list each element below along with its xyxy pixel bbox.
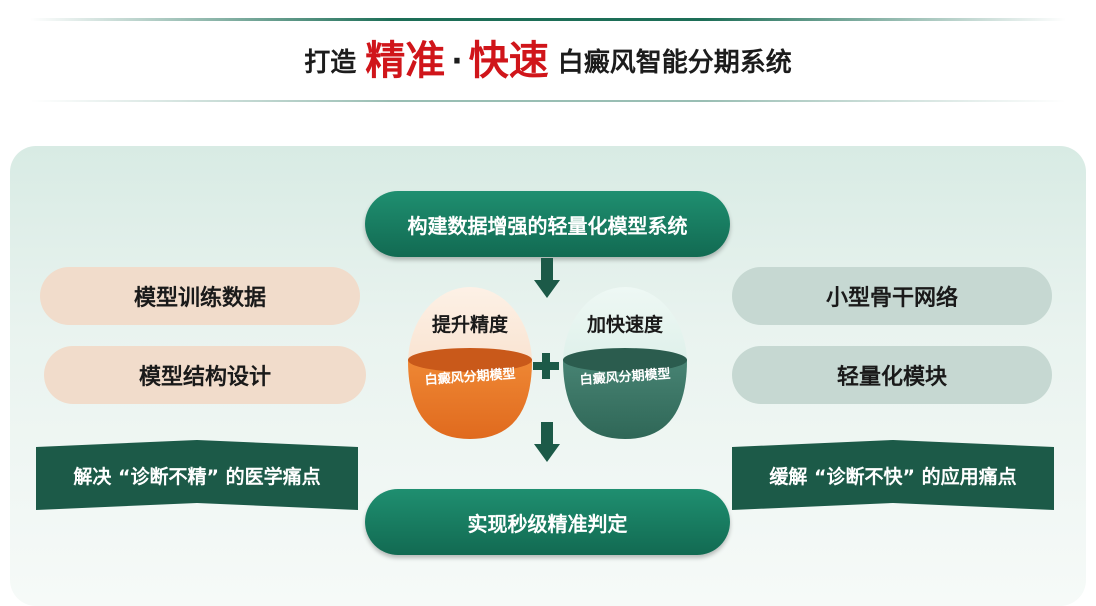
circle-speed-up: 加快速度 白癜风分期模型 [562,286,688,440]
top-system-button: 构建数据增强的轻量化模型系统 [365,191,730,257]
plus-icon [533,353,559,379]
title-suffix: 白癜风智能分期系统 [557,48,792,78]
right-pain-point-banner: 缓解 “诊断不快” 的应用痛点 [732,440,1054,510]
title-top-rule [30,18,1066,21]
title-separator: · [451,44,463,79]
orange-sphere-icon [408,287,532,439]
right-item-lightweight-module: 轻量化模块 [732,346,1052,404]
bottom-result-button: 实现秒级精准判定 [365,489,730,555]
title-accent-fast: 快速 [468,38,549,84]
left-pain-point-banner: 解决 “诊断不精” 的医学痛点 [36,440,358,510]
down-arrow-icon [534,258,560,298]
title-accent-precise: 精准 [365,38,446,84]
circle-improve-precision: 提升精度 白癜风分期模型 [407,286,533,440]
circle-left-title: 提升精度 [431,314,508,336]
title-bottom-rule [30,100,1066,102]
left-item-training-data: 模型训练数据 [40,267,360,325]
page-title: 打造 精准·快速 白癜风智能分期系统 [0,38,1096,86]
left-item-structure-design: 模型结构设计 [44,346,366,404]
teal-sphere-icon [563,287,687,439]
title-prefix: 打造 [304,48,357,78]
circle-right-title: 加快速度 [586,314,663,336]
down-arrow-icon [534,422,560,462]
right-item-backbone: 小型骨干网络 [732,267,1052,325]
